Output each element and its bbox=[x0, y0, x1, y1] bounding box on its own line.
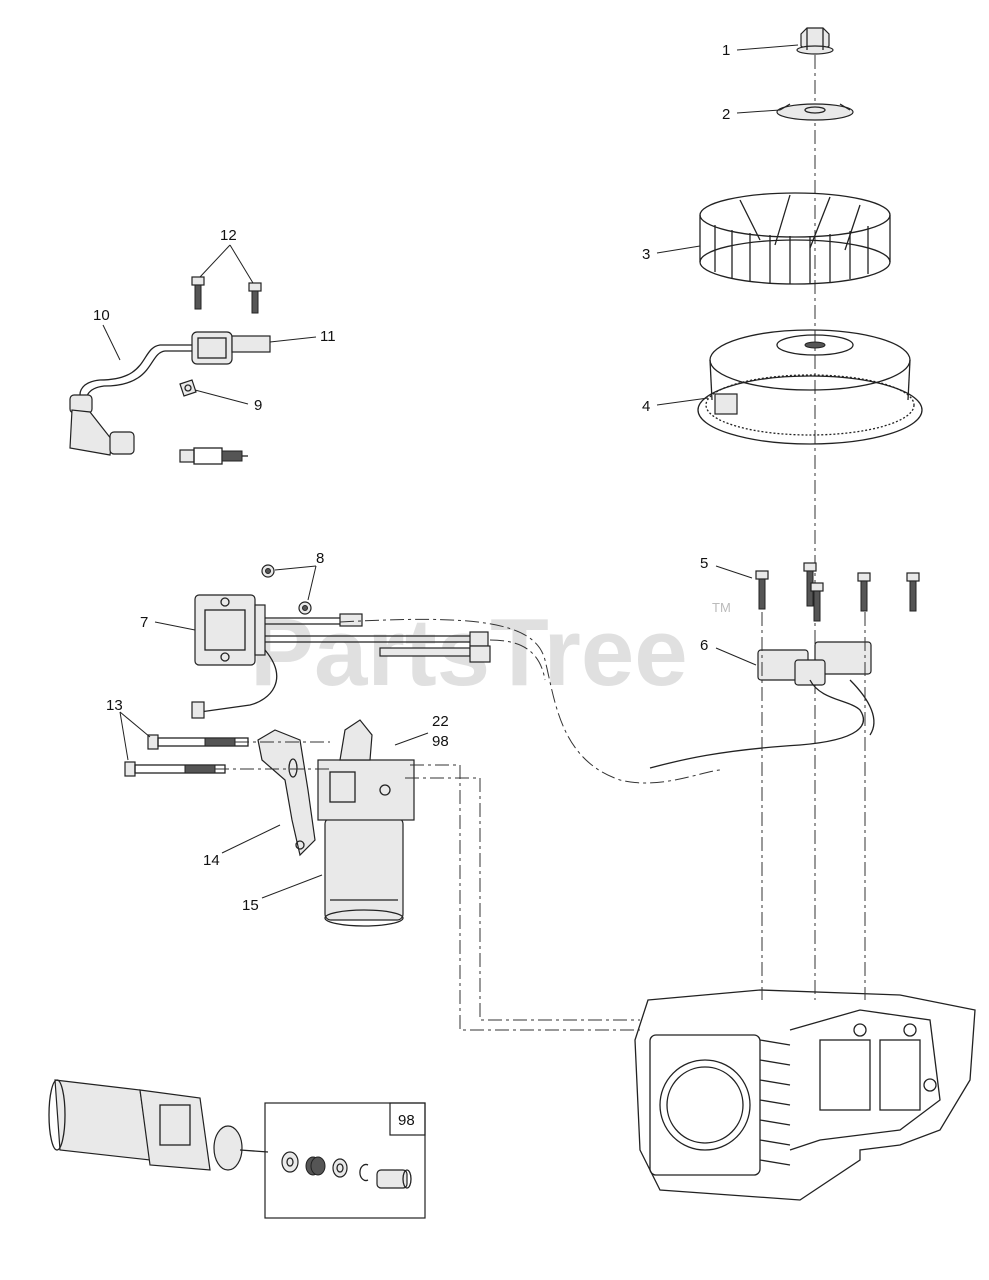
cooling-fan[interactable] bbox=[699, 192, 891, 285]
callout-10[interactable]: 10 bbox=[93, 307, 110, 324]
callout-11[interactable]: 11 bbox=[320, 328, 336, 345]
callout-5[interactable]: 5 bbox=[700, 555, 708, 572]
inset-kit-98: 98 bbox=[264, 1102, 426, 1219]
inset-spring[interactable] bbox=[305, 1156, 326, 1176]
inset-retainer[interactable] bbox=[332, 1158, 348, 1178]
starter-motor[interactable] bbox=[317, 719, 415, 927]
callout-7[interactable]: 7 bbox=[140, 614, 148, 631]
inset-kit-label: 98 bbox=[398, 1112, 415, 1129]
starter-bracket[interactable] bbox=[257, 729, 316, 857]
starter-mount-route bbox=[410, 764, 640, 1031]
engine-block bbox=[634, 989, 976, 1201]
callout-labels: 1 2 3 4 5 6 7 8 9 10 11 12 13 14 15 22 9… bbox=[93, 42, 730, 914]
flange-nut[interactable] bbox=[796, 27, 834, 55]
wire-clip[interactable] bbox=[179, 379, 197, 397]
inset-collar[interactable] bbox=[281, 1151, 299, 1173]
callout-6[interactable]: 6 bbox=[700, 637, 708, 654]
alternator-armature[interactable] bbox=[649, 641, 875, 769]
callout-98[interactable]: 98 bbox=[432, 733, 449, 750]
callout-14[interactable]: 14 bbox=[203, 852, 220, 869]
callout-8[interactable]: 8 bbox=[316, 550, 324, 567]
callout-15[interactable]: 15 bbox=[242, 897, 259, 914]
spark-plug-boot[interactable] bbox=[69, 344, 192, 456]
callout-4[interactable]: 4 bbox=[642, 398, 650, 415]
callout-12[interactable]: 12 bbox=[220, 227, 237, 244]
armature-bolts[interactable] bbox=[755, 562, 920, 622]
starter-bolts[interactable] bbox=[124, 734, 249, 777]
starter-detail-view bbox=[48, 1079, 269, 1171]
callout-22[interactable]: 22 bbox=[432, 713, 449, 730]
leader-lines bbox=[102, 44, 799, 899]
regulator-wire-route bbox=[339, 618, 721, 784]
callout-2[interactable]: 2 bbox=[722, 106, 730, 123]
callout-13[interactable]: 13 bbox=[106, 697, 123, 714]
starter-mount-route-2 bbox=[405, 777, 640, 1021]
watermark-trademark: TM bbox=[712, 600, 731, 615]
voltage-regulator[interactable] bbox=[191, 594, 491, 719]
fan-retainer-washer[interactable] bbox=[776, 103, 854, 121]
inset-sleeve[interactable] bbox=[376, 1169, 412, 1189]
flywheel[interactable] bbox=[697, 329, 923, 445]
callout-3[interactable]: 3 bbox=[642, 246, 650, 263]
regulator-nuts[interactable] bbox=[261, 564, 312, 615]
regulator-wire-route-2 bbox=[489, 639, 546, 681]
ignition-coil[interactable] bbox=[191, 331, 271, 365]
spark-plug[interactable] bbox=[179, 447, 248, 465]
callout-9[interactable]: 9 bbox=[254, 397, 262, 414]
inset-clip[interactable] bbox=[359, 1163, 369, 1182]
ignition-coil-bolts[interactable] bbox=[191, 276, 262, 314]
callout-1[interactable]: 1 bbox=[722, 42, 730, 59]
